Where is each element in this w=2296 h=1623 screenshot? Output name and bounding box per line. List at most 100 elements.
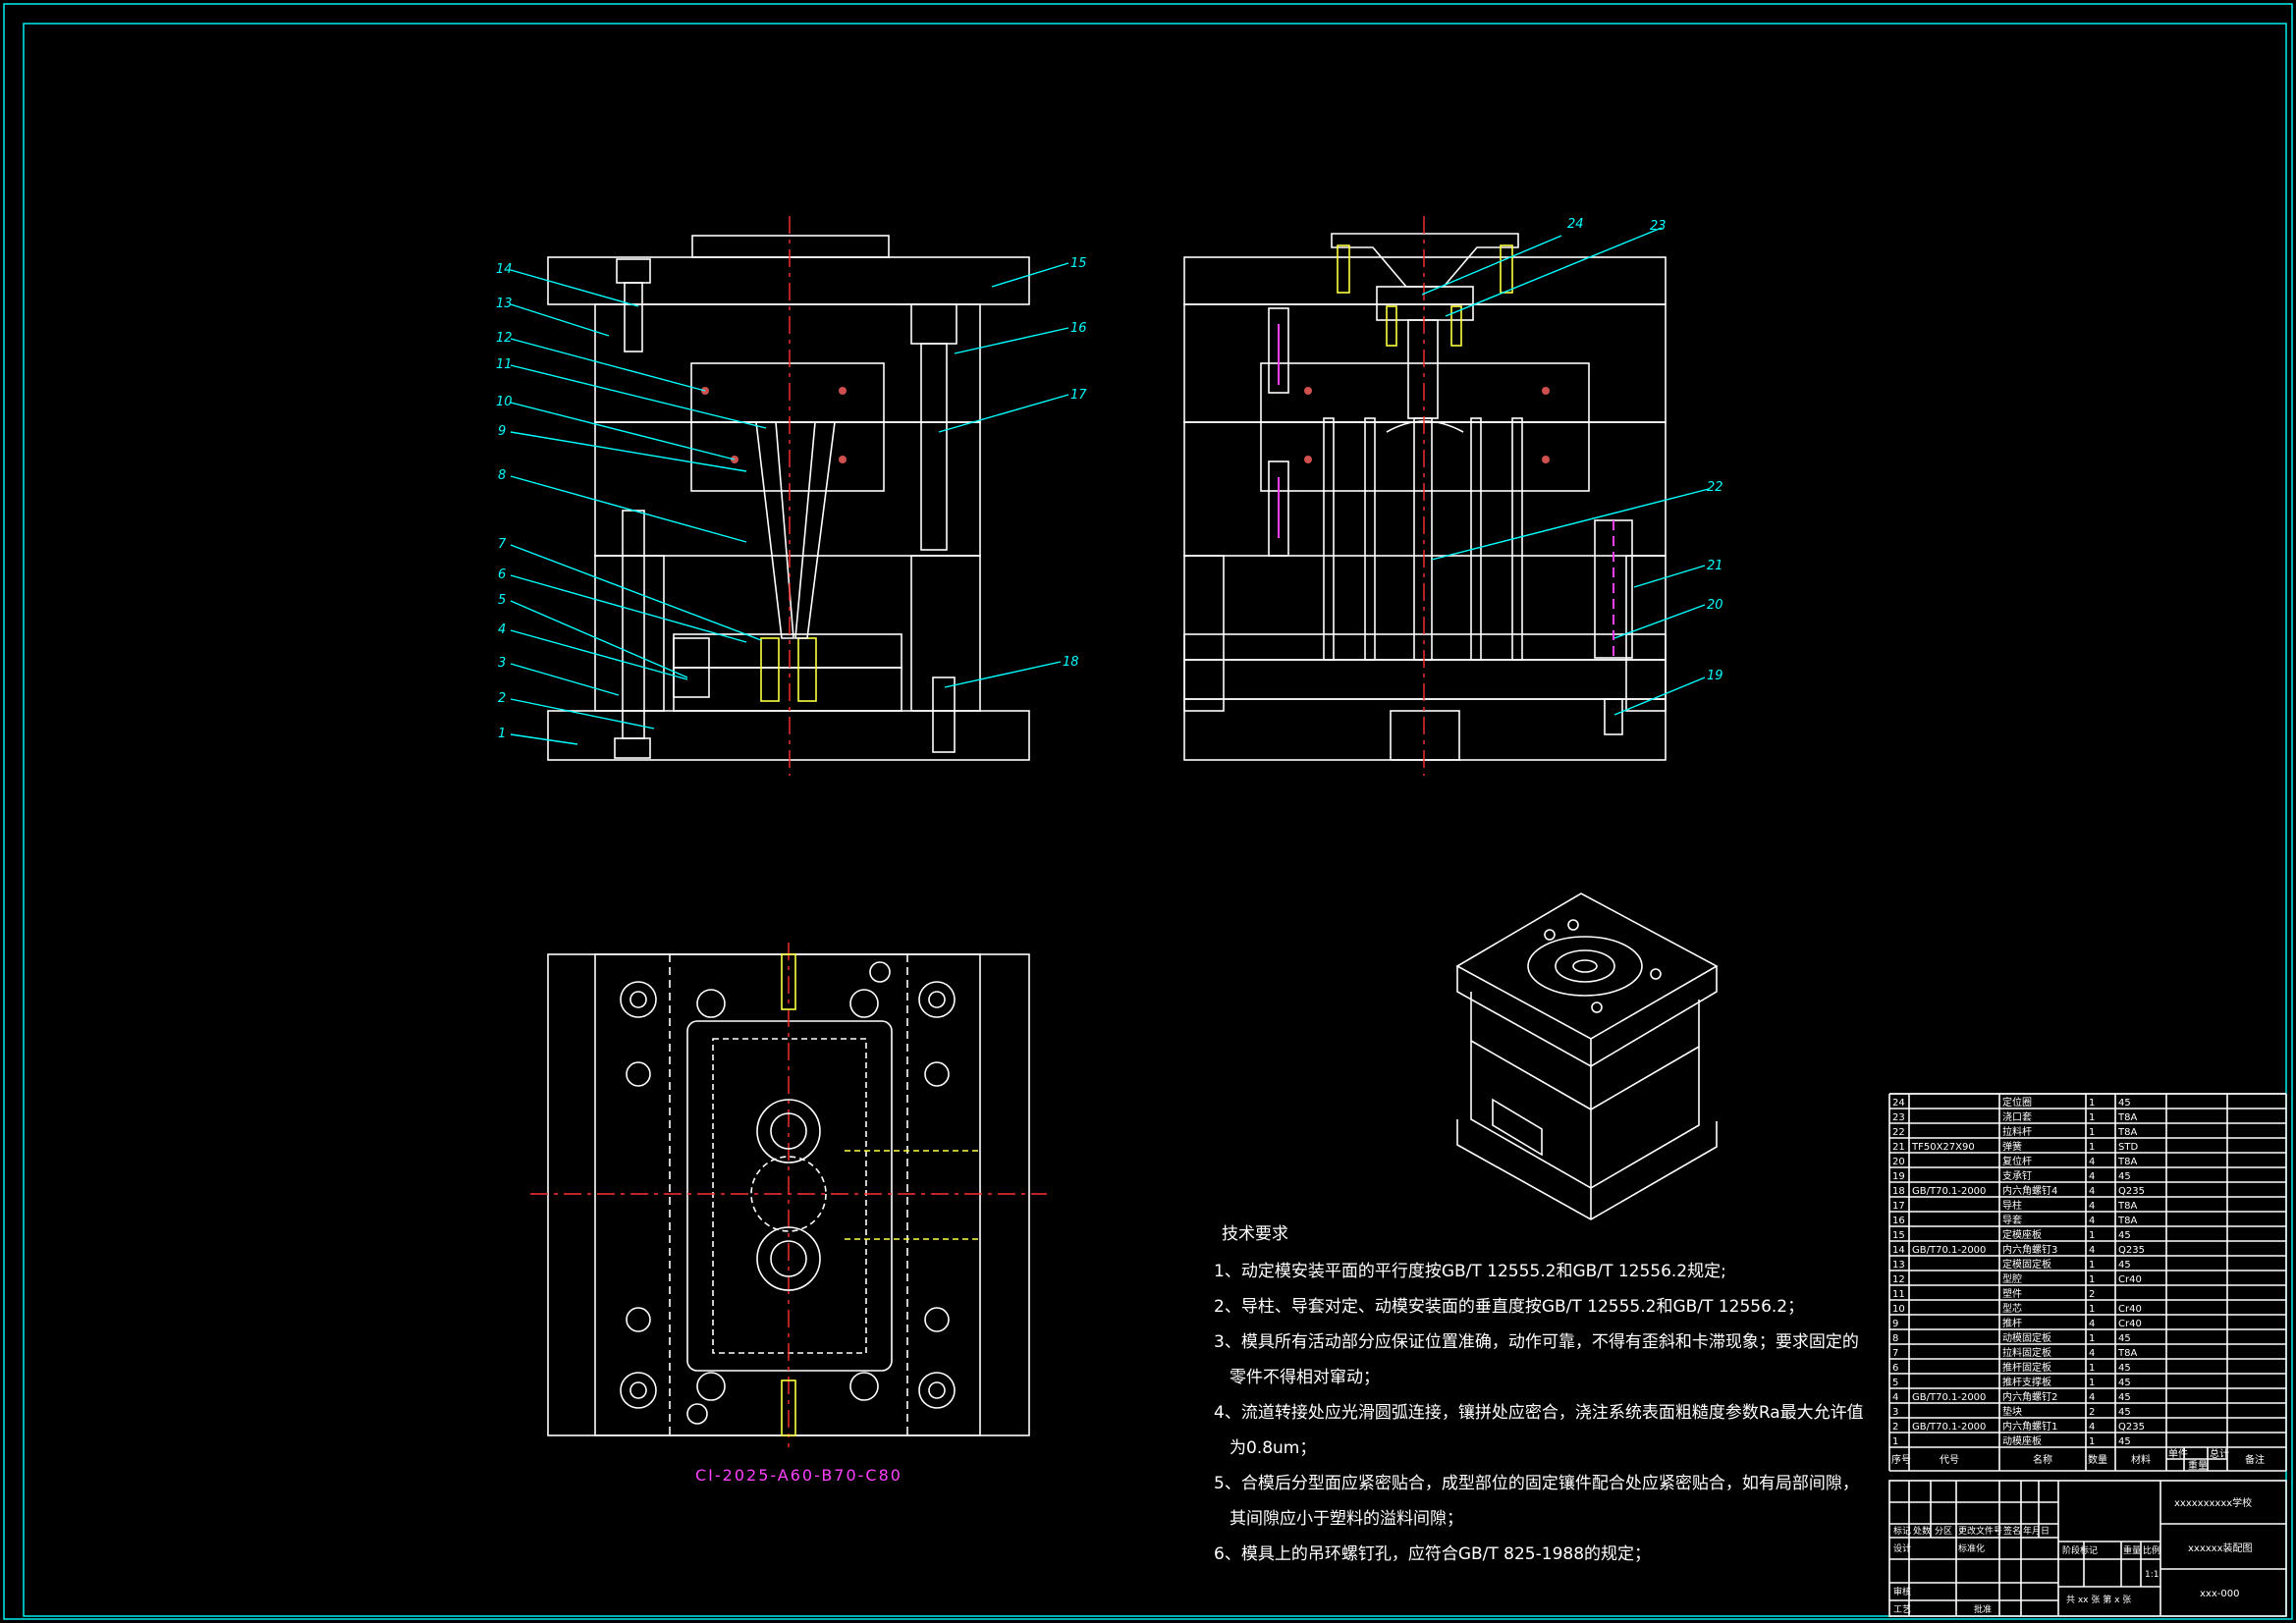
- bom-qty: 4: [2089, 1171, 2095, 1182]
- bom-name: 型芯: [2002, 1302, 2022, 1315]
- part-label: 9: [498, 424, 506, 439]
- tb-label: 年月日: [2023, 1525, 2050, 1537]
- part-label: 7: [498, 537, 507, 552]
- tb-label: 标准化: [1958, 1542, 1985, 1554]
- outer-frame: [3, 3, 2293, 1620]
- bom-code: TF50X27X90: [1911, 1142, 1975, 1153]
- bom-material: 45: [2118, 1378, 2131, 1388]
- bom-code: GB/T70.1-2000: [1912, 1245, 1986, 1256]
- bom-qty: 1: [2089, 1333, 2095, 1344]
- bom-material: 45: [2118, 1333, 2131, 1344]
- bom-no: 7: [1892, 1348, 1898, 1359]
- bom-qty: 1: [2089, 1098, 2095, 1109]
- bom-name: 推杆固定板: [2002, 1361, 2051, 1374]
- note-line: 零件不得相对窜动；: [1230, 1368, 1380, 1387]
- part-label: 12: [496, 331, 513, 346]
- part-label: 3: [498, 656, 506, 671]
- part-label: 23: [1650, 219, 1667, 234]
- bom-qty: 1: [2089, 1112, 2095, 1123]
- tb-label: 标记: [1893, 1525, 1911, 1537]
- part-label: 21: [1707, 559, 1723, 573]
- bom-no: 19: [1892, 1171, 1905, 1182]
- bom-name: 内六角螺钉4: [2002, 1184, 2057, 1197]
- part-label: 15: [1070, 256, 1087, 271]
- part-label: 16: [1070, 321, 1087, 336]
- bom-qty: 1: [2089, 1142, 2095, 1153]
- bom-header: 备注: [2245, 1453, 2265, 1466]
- bom-header: 重量: [2188, 1459, 2208, 1472]
- part-label: 4: [498, 622, 506, 637]
- bom-no: 24: [1892, 1098, 1905, 1109]
- note-line: 4、流道转接处应光滑圆弧连接，镶拼处应密合，浇注系统表面粗糙度参数Ra最大允许值: [1214, 1402, 1864, 1423]
- bom-qty: 4: [2089, 1157, 2095, 1167]
- bom-name: 推杆支撑板: [2002, 1376, 2051, 1388]
- bom-name: 型腔: [2002, 1272, 2022, 1285]
- tb-label: 工艺: [1893, 1604, 1911, 1615]
- bom-qty: 4: [2089, 1245, 2095, 1256]
- part-label: 1: [498, 727, 506, 741]
- bom-no: 5: [1892, 1378, 1898, 1388]
- bom-header: 数量: [2088, 1453, 2107, 1466]
- bom-material: Q235: [2118, 1422, 2145, 1433]
- tb-drawing-no: xxx-000: [2200, 1589, 2239, 1599]
- bom-qty: 4: [2089, 1216, 2095, 1226]
- inner-frame: [23, 23, 2287, 1617]
- part-label: 14: [496, 262, 513, 277]
- bom-no: 13: [1892, 1260, 1905, 1271]
- bom-header: 单件: [2168, 1448, 2188, 1460]
- part-labels-left: 14 13 12 11 10 9 8 7 6 5 4 3 2 1 15 16 1…: [496, 256, 1087, 741]
- bom-name: 定位圈: [2002, 1096, 2032, 1109]
- bom-no: 10: [1892, 1304, 1905, 1315]
- title-block: 标记 处数 分区 更改文件号 签名 年月日 设计 标准化 阶段标记 重量 比例 …: [1888, 1480, 2287, 1617]
- note-line: 1、动定模安装平面的平行度按GB/T 12555.2和GB/T 12556.2规…: [1214, 1262, 1726, 1281]
- bom-no: 14: [1892, 1245, 1905, 1256]
- bom-qty: 4: [2089, 1422, 2095, 1433]
- part-label: 17: [1070, 388, 1087, 403]
- bom-name: 复位杆: [2002, 1155, 2032, 1167]
- bom-material: 45: [2118, 1098, 2131, 1109]
- bom-qty: 4: [2089, 1201, 2095, 1212]
- notes-title: 技术要求: [1222, 1224, 1288, 1244]
- bom-code: GB/T70.1-2000: [1912, 1392, 1986, 1403]
- bom-qty: 2: [2089, 1407, 2095, 1418]
- bom-no: 17: [1892, 1201, 1905, 1212]
- side-section-view: [1183, 216, 1667, 776]
- bom-qty: 4: [2089, 1319, 2095, 1329]
- bom-material: Q235: [2118, 1186, 2145, 1197]
- part-labels-right: 24 23 22 21 20 19: [1567, 217, 1723, 683]
- tb-label: 更改文件号: [1958, 1525, 2002, 1537]
- bom-material: Cr40: [2118, 1274, 2142, 1285]
- bom-no: 22: [1892, 1127, 1905, 1138]
- bom-material: Q235: [2118, 1245, 2145, 1256]
- part-label: 19: [1707, 669, 1723, 683]
- bom-qty: 1: [2089, 1127, 2095, 1138]
- bom-material: Cr40: [2118, 1304, 2142, 1315]
- bom-name: 支承钉: [2002, 1170, 2032, 1182]
- bom-material: 45: [2118, 1260, 2131, 1271]
- bom-no: 15: [1892, 1230, 1905, 1241]
- tb-school: xxxxxxxxxx学校: [2174, 1496, 2252, 1509]
- leader-lines-left: [510, 262, 1069, 745]
- part-label: 5: [498, 593, 506, 608]
- part-label: 8: [498, 468, 506, 483]
- bom-material: 45: [2118, 1407, 2131, 1418]
- bom-header: 名称: [2033, 1453, 2052, 1466]
- bom-no: 18: [1892, 1186, 1905, 1197]
- note-line: 3、模具所有活动部分应保证位置准确，动作可靠，不得有歪斜和卡滞现象；要求固定的: [1214, 1332, 1859, 1352]
- bom-header: 序号: [1891, 1453, 1911, 1466]
- bom-qty: 1: [2089, 1304, 2095, 1315]
- tb-sheets: 共 xx 张 第 x 张: [2066, 1594, 2131, 1605]
- bom-header: 总计: [2210, 1447, 2229, 1460]
- bom-material: STD: [2118, 1142, 2138, 1153]
- bom-no: 2: [1892, 1422, 1898, 1433]
- note-line: 2、导柱、导套对定、动模安装面的垂直度按GB/T 12555.2和GB/T 12…: [1214, 1297, 1804, 1317]
- bom-material: T8A: [2117, 1127, 2137, 1138]
- bom-name: 定模座板: [2002, 1228, 2042, 1241]
- bom-name: 导套: [2002, 1214, 2022, 1226]
- mold-base-caption: CI-2025-A60-B70-C80: [695, 1466, 902, 1485]
- part-label: 18: [1063, 655, 1079, 670]
- part-label: 2: [498, 691, 506, 706]
- front-section-view: [547, 216, 1030, 776]
- bom-material: T8A: [2117, 1112, 2137, 1123]
- bom-no: 6: [1892, 1363, 1898, 1374]
